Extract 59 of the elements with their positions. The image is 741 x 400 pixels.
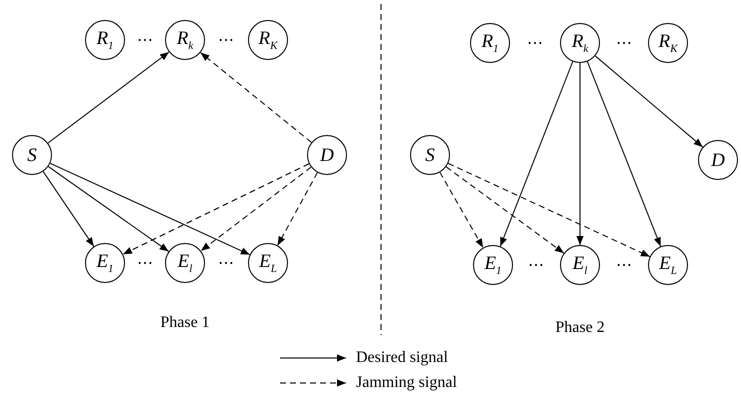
arrow <box>576 62 584 246</box>
ellipsis: ⋯ <box>137 31 153 50</box>
node-circle <box>698 140 738 180</box>
ellipsis: ⋯ <box>137 254 153 273</box>
arrow <box>500 61 574 247</box>
node-label: R$_{k}$ <box>572 32 588 54</box>
arrow <box>200 52 312 143</box>
node-circle <box>560 245 600 285</box>
node-circle <box>473 245 513 285</box>
arrow <box>586 61 662 247</box>
arrow <box>448 162 650 258</box>
arrow <box>48 166 170 252</box>
legend-text: Desired signal <box>356 349 448 367</box>
node-circle <box>85 20 125 60</box>
node-circle <box>410 135 450 175</box>
arrow <box>50 162 250 256</box>
node-label: D <box>320 146 334 164</box>
arrow <box>200 166 312 252</box>
node-label: E$_{l}$ <box>178 252 192 274</box>
arrow <box>439 172 484 248</box>
node-label: E$_{l}$ <box>572 254 588 276</box>
node-label: R$_{k}$ <box>176 28 194 52</box>
node-label: R$_{1}$ <box>96 28 114 52</box>
node-circle <box>12 135 52 175</box>
node-circle <box>248 243 288 283</box>
arrow <box>42 171 94 247</box>
node-label: S <box>27 146 37 164</box>
node-label: E$_{1}$ <box>484 254 502 276</box>
node-circle <box>470 23 510 63</box>
node-circle <box>85 243 125 283</box>
ellipsis: ⋯ <box>218 254 234 273</box>
arrow <box>594 55 704 148</box>
ellipsis: ⋯ <box>616 34 632 53</box>
phase-label: Phase 1 <box>160 314 210 332</box>
node-circle <box>307 135 347 175</box>
node-circle <box>648 23 688 63</box>
arrow <box>47 52 170 144</box>
ellipsis: ⋯ <box>528 256 544 275</box>
node-circle <box>165 20 205 60</box>
ellipsis: ⋯ <box>218 31 234 50</box>
node-circle <box>248 20 288 60</box>
node-label: D <box>711 150 725 170</box>
node-label: E$_{1}$ <box>96 252 114 274</box>
ellipsis: ⋯ <box>527 34 543 53</box>
node-label: R$_{1}$ <box>481 32 499 54</box>
node-circle <box>648 245 688 285</box>
node-label: E$_{L}$ <box>259 252 277 274</box>
arrow <box>446 166 564 254</box>
arrow <box>122 163 310 255</box>
node-circle <box>560 23 600 63</box>
node-label: S <box>425 146 435 164</box>
arrow <box>277 172 318 246</box>
node-label: E$_{L}$ <box>659 254 677 276</box>
node-label: R$_{K}$ <box>258 28 278 52</box>
phase-label: Phase 2 <box>555 319 605 337</box>
legend-text: Jamming signal <box>356 374 457 392</box>
node-circle <box>165 243 205 283</box>
node-label: R$_{K}$ <box>658 32 678 54</box>
ellipsis: ⋯ <box>616 256 632 275</box>
